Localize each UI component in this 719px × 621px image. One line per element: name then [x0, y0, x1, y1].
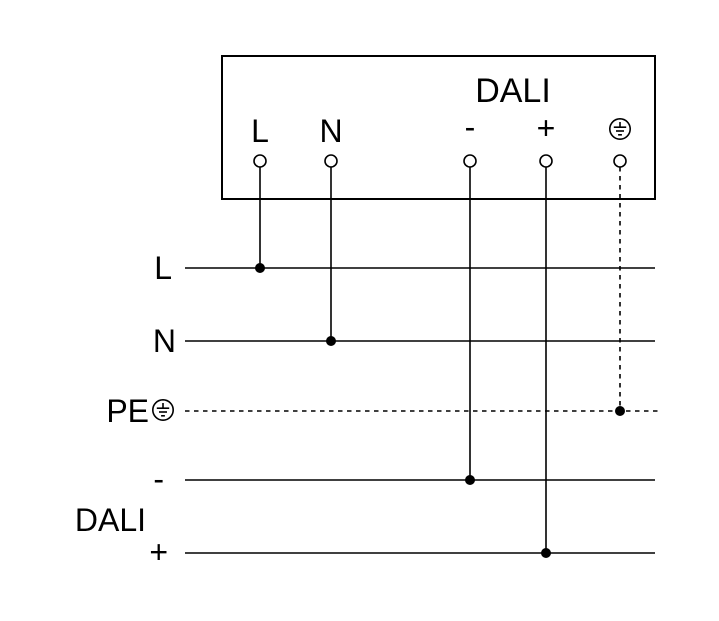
- device-box: [221, 55, 656, 200]
- junction-dot-n: [326, 336, 336, 346]
- terminal-label-dali-minus: -: [465, 109, 476, 145]
- terminal-label-n: N: [319, 113, 342, 149]
- line-label-dali-bus: DALI: [75, 502, 146, 538]
- line-label-n: N: [153, 323, 176, 359]
- terminal-circle-earth: [613, 154, 627, 168]
- junction-dot-dali-minus: [465, 475, 475, 485]
- device-dali-title: DALI: [475, 72, 551, 110]
- terminal-label-l: L: [251, 113, 269, 149]
- line-label-dali-plus: +: [149, 534, 168, 570]
- terminal-circle-n: [324, 154, 338, 168]
- junction-dot-l: [255, 263, 265, 273]
- terminal-circle-dali-plus: [539, 154, 553, 168]
- line-label-pe: PE: [106, 393, 149, 429]
- terminal-label-dali-plus: +: [537, 110, 556, 146]
- earth-icon-device-terminal: [608, 118, 632, 140]
- terminal-circle-l: [253, 154, 267, 168]
- junction-dot-pe: [615, 406, 625, 416]
- junction-dot-dali-plus: [541, 548, 551, 558]
- terminal-circle-dali-minus: [463, 154, 477, 168]
- earth-icon-pe-label: [152, 398, 174, 422]
- line-label-dali-minus: -: [153, 461, 164, 497]
- line-label-l: L: [154, 250, 172, 286]
